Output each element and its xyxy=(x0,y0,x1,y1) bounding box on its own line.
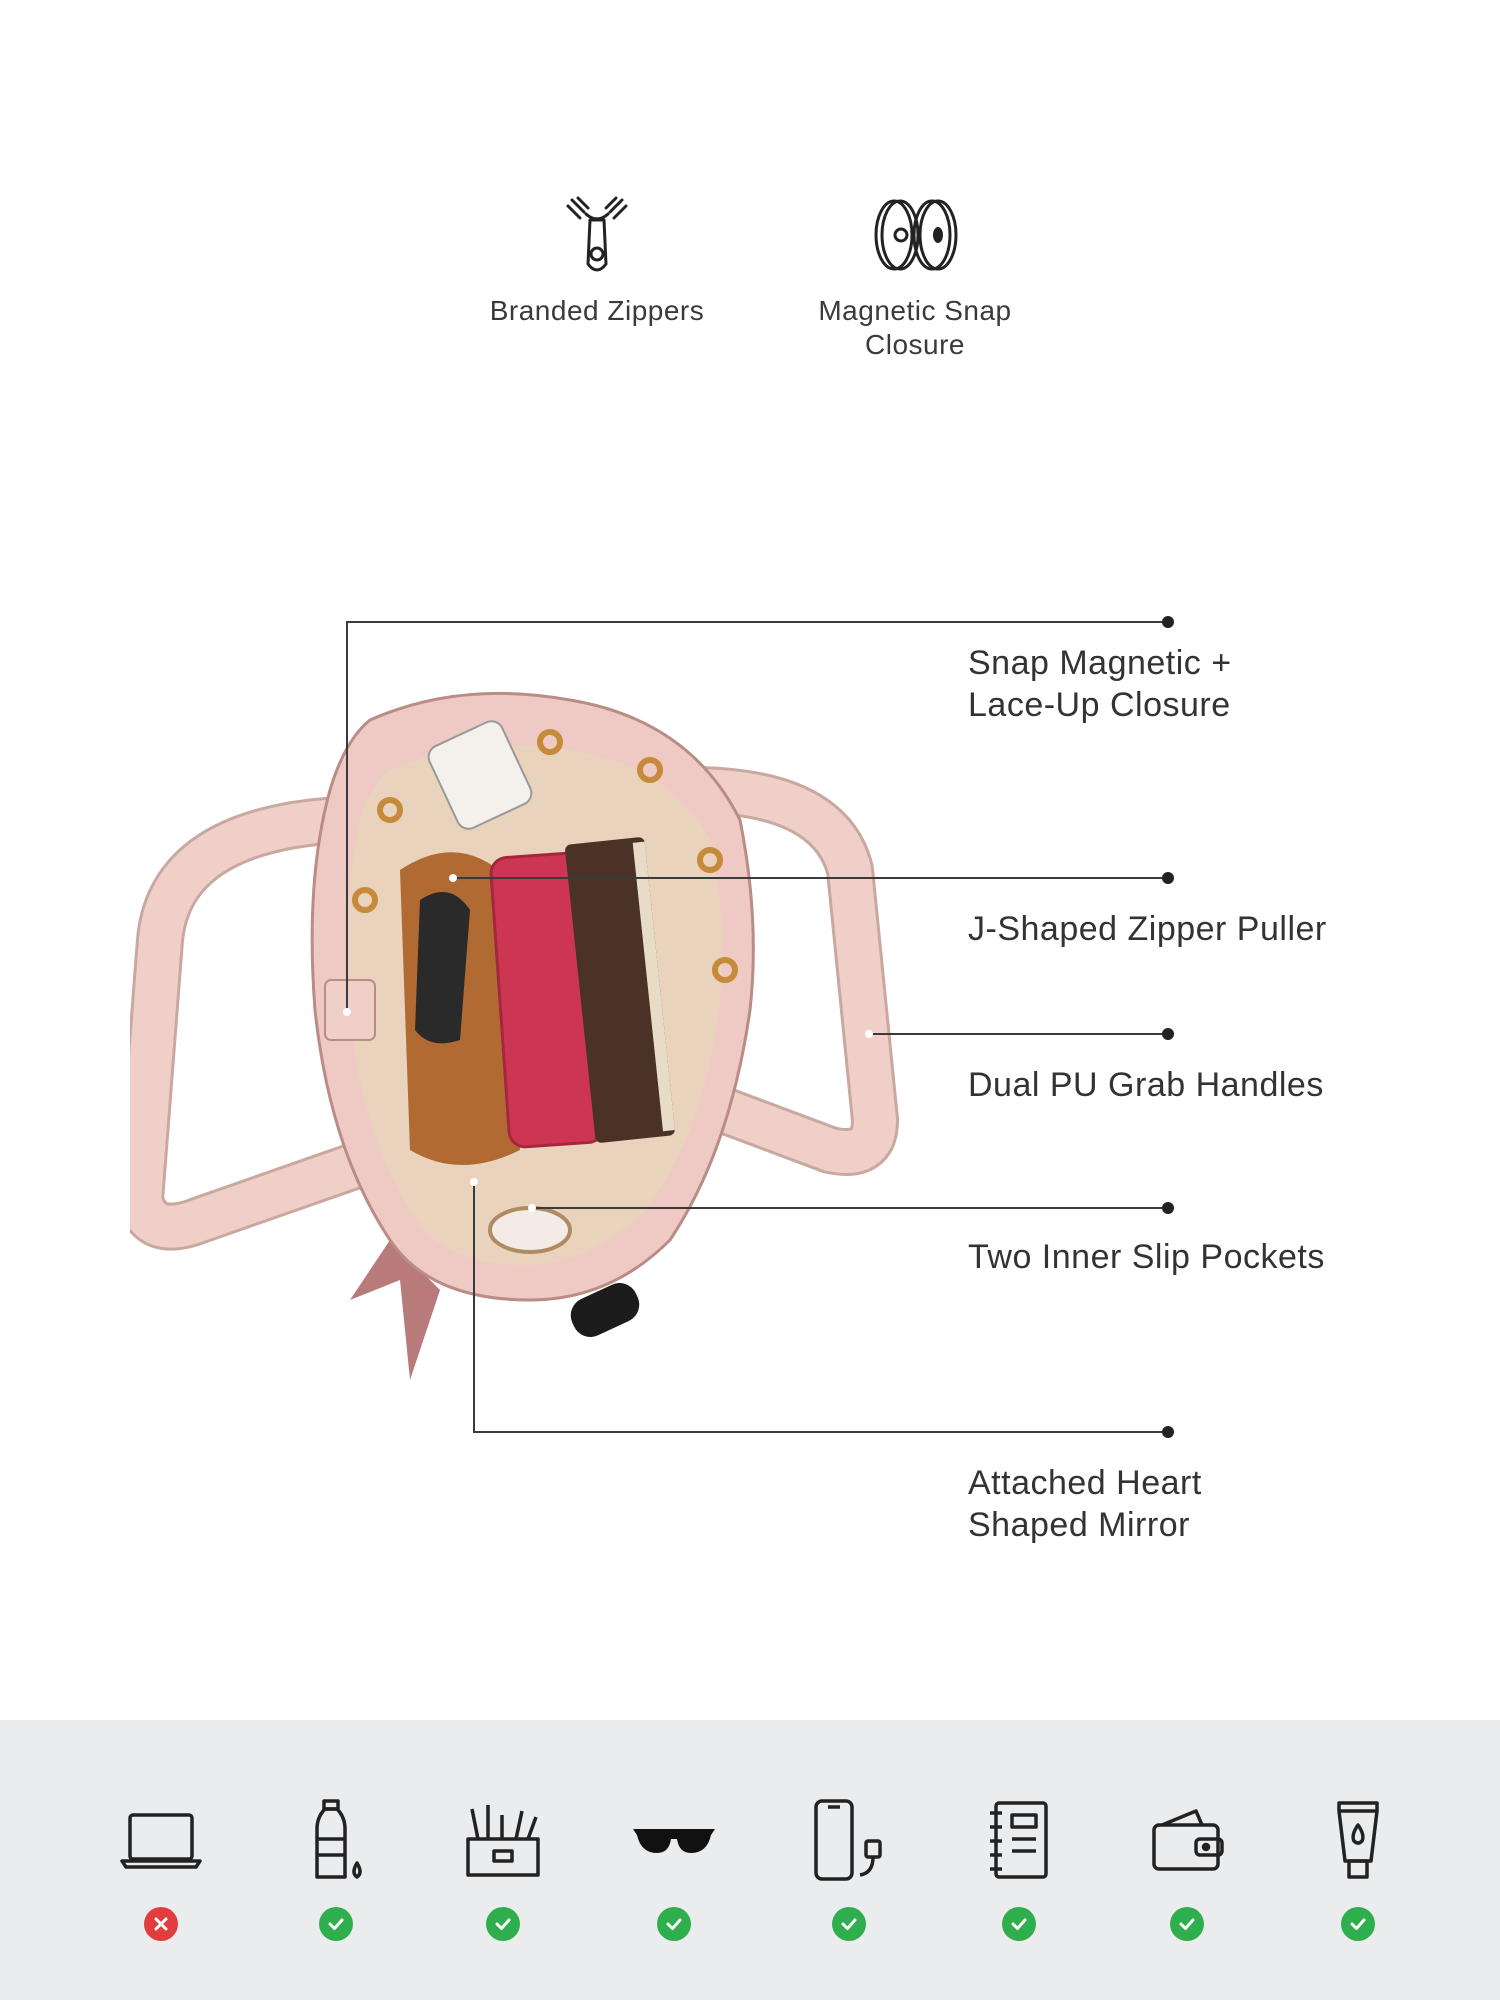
zipper-icon xyxy=(566,196,628,272)
feature-branded-zippers: Branded Zippers xyxy=(467,190,727,328)
essential-wallet xyxy=(1117,1795,1257,1941)
feature-label: Magnetic Snap Closure xyxy=(818,295,1012,360)
feature-label: Branded Zippers xyxy=(489,295,705,326)
fits-badge xyxy=(1170,1907,1204,1941)
fits-badge xyxy=(319,1907,353,1941)
makeup-kit-icon xyxy=(466,1805,540,1877)
phone-charger-icon xyxy=(814,1799,882,1881)
callout-zipper-puller: J-Shaped Zipper Puller xyxy=(968,910,1327,948)
water-bottle-icon xyxy=(315,1799,362,1879)
essential-makeup-kit xyxy=(433,1795,573,1941)
callout-snap-closure: Snap Magnetic + Lace-Up Closure xyxy=(968,644,1232,724)
not-fits-badge xyxy=(144,1907,178,1941)
essential-water-bottle xyxy=(266,1795,406,1941)
callout-grab-handles: Dual PU Grab Handles xyxy=(968,1066,1324,1104)
magnetic-snap-icon xyxy=(874,199,958,271)
essential-laptop xyxy=(91,1795,231,1941)
callout-slip-pockets: Two Inner Slip Pockets xyxy=(968,1238,1325,1276)
laptop-icon xyxy=(120,1813,202,1869)
feature-magnetic-snap: Magnetic Snap Closure xyxy=(785,190,1045,362)
fits-badge xyxy=(1341,1907,1375,1941)
notebook-icon xyxy=(990,1801,1048,1879)
essential-phone-charger xyxy=(779,1795,919,1941)
callout-heart-mirror: Attached Heart Shaped Mirror xyxy=(968,1464,1202,1544)
sunglasses-icon xyxy=(633,1829,715,1853)
lotion-tube-icon xyxy=(1337,1801,1379,1879)
fits-badge xyxy=(832,1907,866,1941)
bag-top-view-illustration xyxy=(130,691,900,1380)
essential-notebook xyxy=(949,1795,1089,1941)
fits-badge xyxy=(657,1907,691,1941)
essential-lotion-tube xyxy=(1288,1795,1428,1941)
fits-badge xyxy=(486,1907,520,1941)
what-fits-strip xyxy=(0,1720,1500,2000)
fits-badge xyxy=(1002,1907,1036,1941)
wallet-icon xyxy=(1152,1809,1224,1871)
essential-sunglasses xyxy=(604,1795,744,1941)
